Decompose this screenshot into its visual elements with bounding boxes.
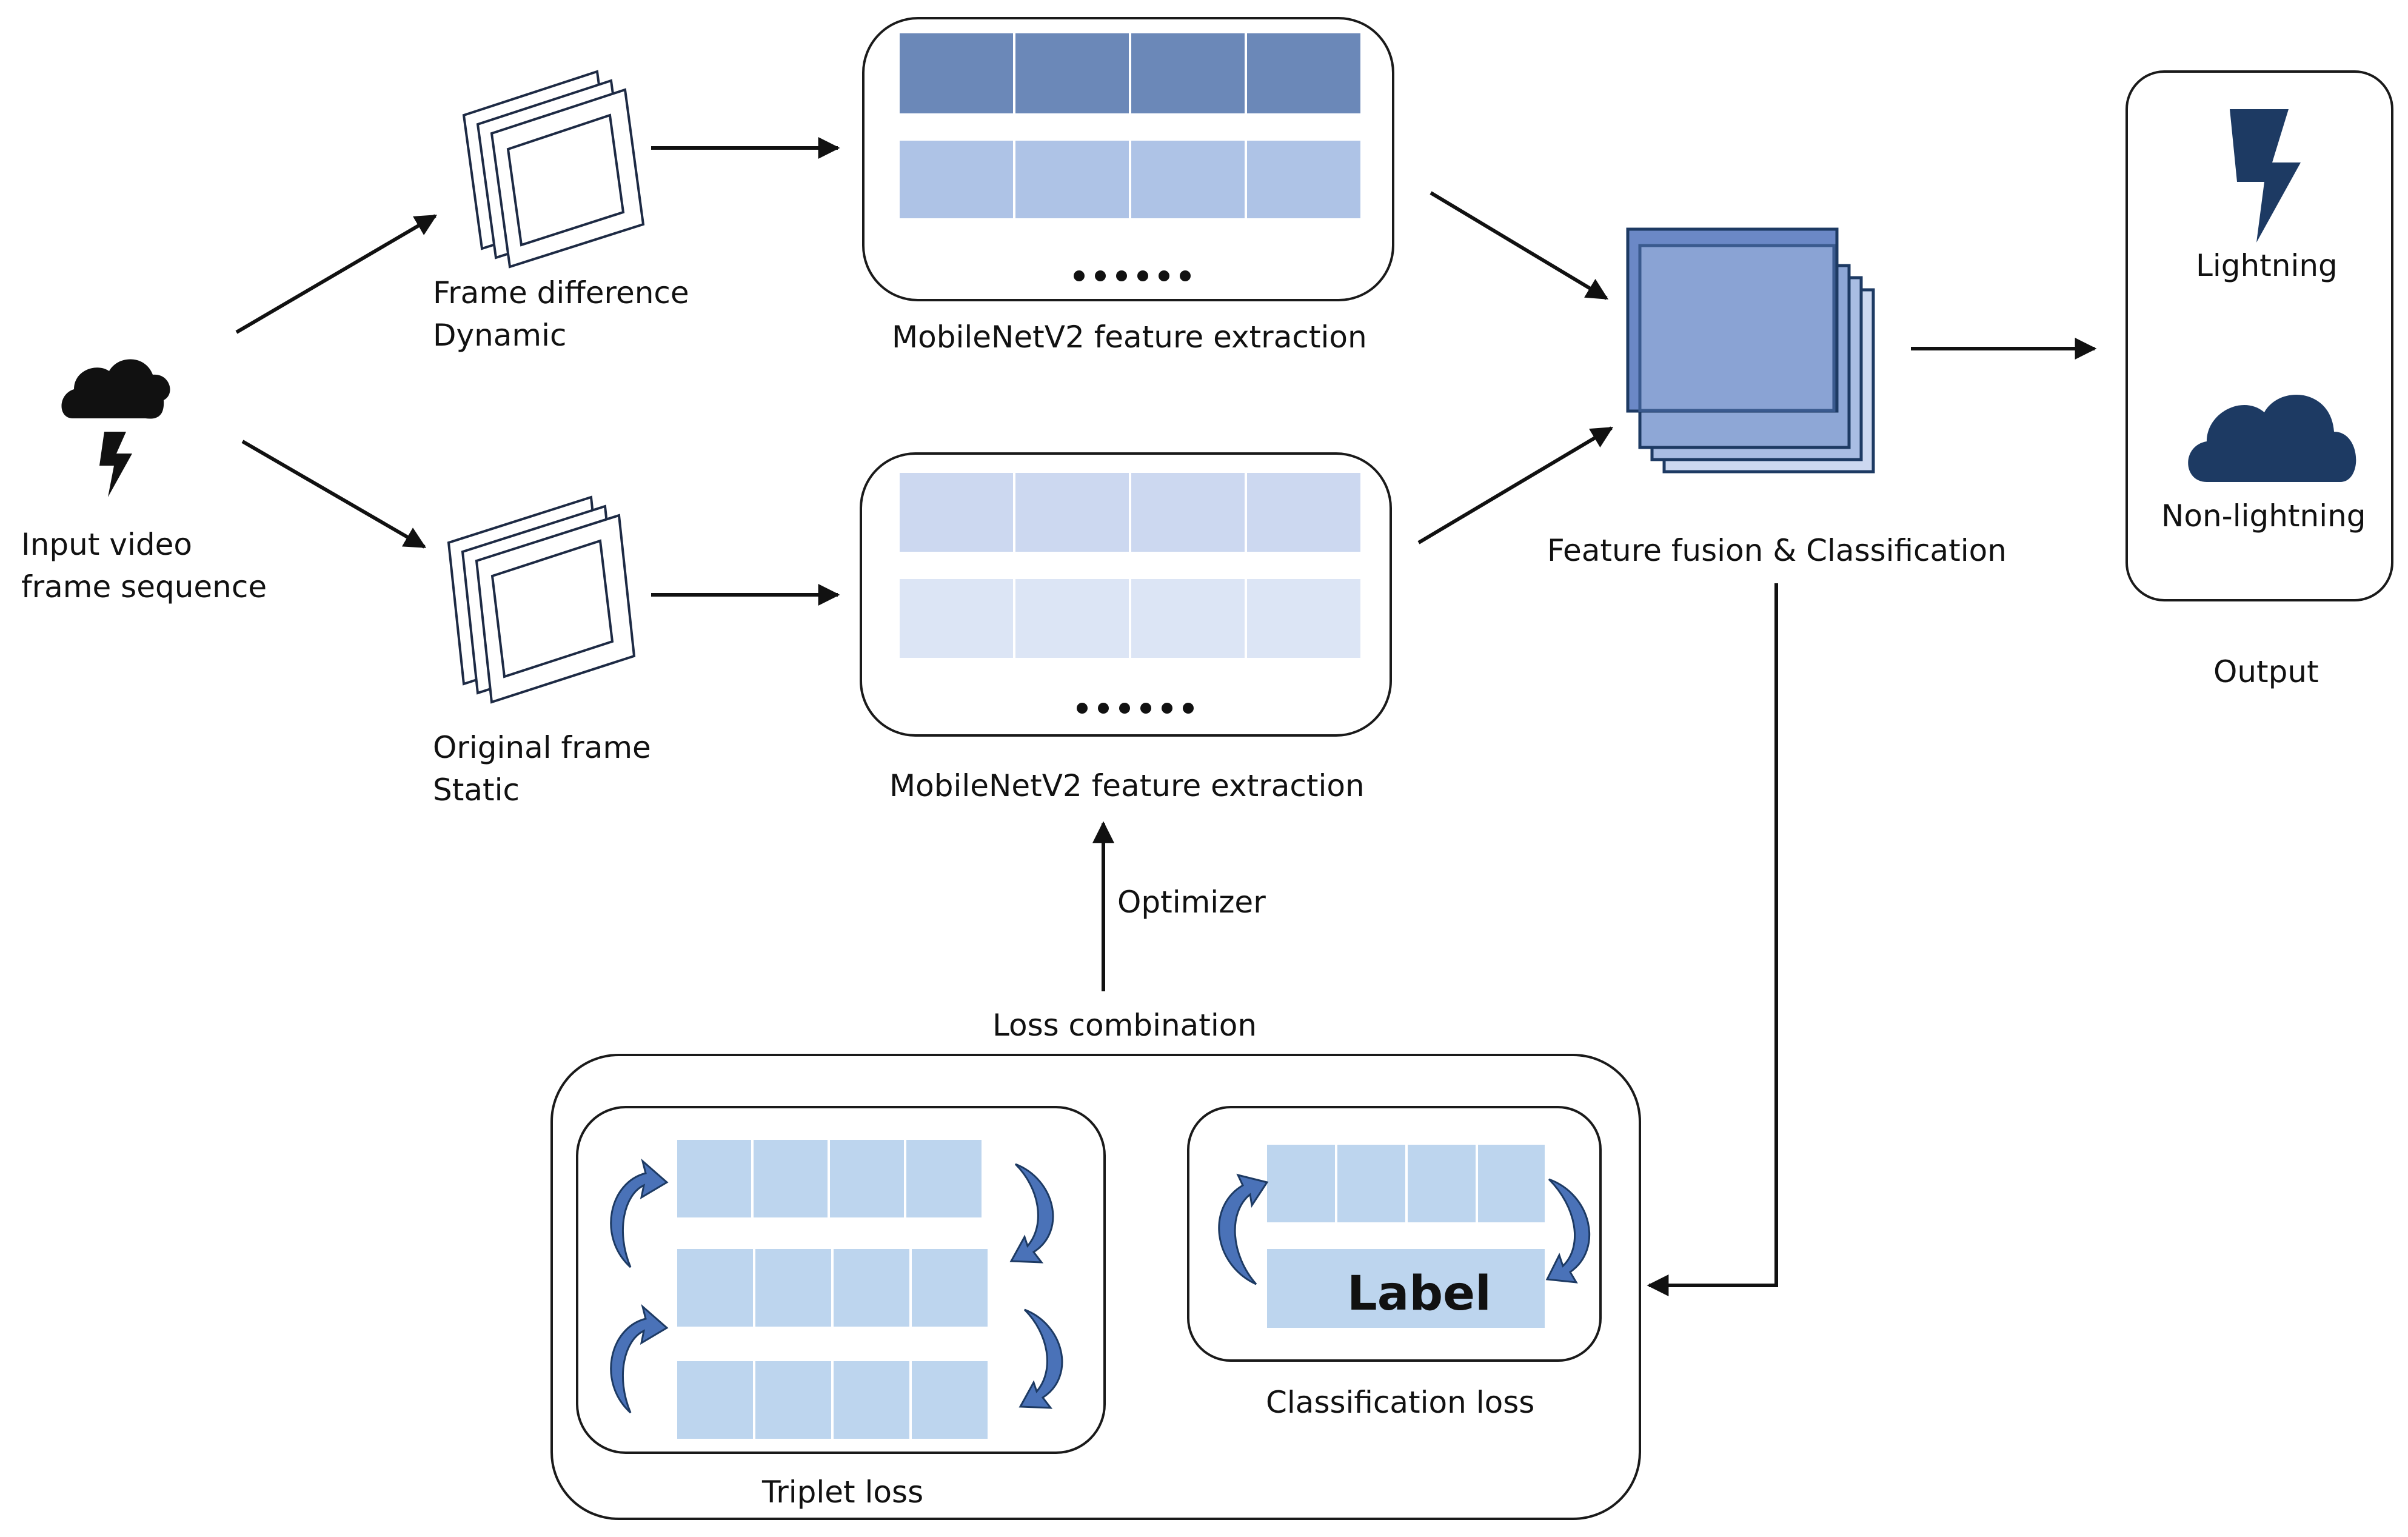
classification-loss-label: Classification loss bbox=[1266, 1385, 1534, 1420]
fusion-label: Feature fusion & Classification bbox=[1547, 533, 2007, 568]
loss-combination-box: Triplet loss Label Classification loss bbox=[550, 1054, 1641, 1520]
triplet-anchor-row bbox=[677, 1140, 982, 1217]
dynamic-extractor-label: MobileNetV2 feature extraction bbox=[892, 320, 1367, 355]
input-label-line2: frame sequence bbox=[21, 569, 267, 604]
arrow-dynamic-to-fusion bbox=[1430, 191, 1609, 300]
static-label-line1: Original frame bbox=[433, 730, 651, 765]
static-label-line2: Static bbox=[433, 772, 520, 808]
loss-combination-title: Loss combination bbox=[992, 1008, 1257, 1043]
cloud-icon bbox=[2188, 395, 2356, 482]
arrow-static-to-fusion bbox=[1417, 426, 1614, 544]
triplet-negative-row bbox=[677, 1361, 988, 1439]
arrow-input-to-static bbox=[241, 440, 427, 549]
frame-difference-stack-icon bbox=[462, 70, 645, 269]
lightning-bolt-icon bbox=[2230, 109, 2301, 243]
classification-prediction-row bbox=[1267, 1145, 1545, 1222]
dynamic-ellipsis bbox=[1074, 270, 1191, 281]
output-title: Output bbox=[2213, 654, 2319, 689]
static-feature-row-1 bbox=[900, 473, 1360, 552]
classification-loss-box: Label bbox=[1187, 1106, 1602, 1362]
dynamic-label-line1: Frame difference bbox=[433, 275, 689, 310]
dynamic-feature-row-1 bbox=[900, 33, 1360, 113]
static-extractor-label: MobileNetV2 feature extraction bbox=[889, 768, 1365, 803]
feature-fusion-stack-icon bbox=[1626, 227, 1875, 474]
triplet-curved-arrow-icons bbox=[610, 1158, 1063, 1414]
output-class-non-lightning: Non-lightning bbox=[2161, 498, 2366, 534]
dynamic-feature-row-2 bbox=[900, 141, 1360, 218]
dynamic-label-line2: Dynamic bbox=[433, 318, 567, 353]
triplet-positive-row bbox=[677, 1249, 988, 1327]
triplet-loss-label: Triplet loss bbox=[761, 1475, 923, 1510]
output-class-lightning: Lightning bbox=[2196, 248, 2338, 283]
static-feature-row-2 bbox=[900, 579, 1360, 658]
static-ellipsis bbox=[1077, 703, 1194, 714]
static-feature-extractor bbox=[860, 452, 1392, 737]
arrow-input-to-dynamic bbox=[235, 214, 438, 334]
input-label-line1: Input video bbox=[21, 527, 192, 562]
triplet-loss-box bbox=[576, 1106, 1106, 1454]
dynamic-feature-extractor bbox=[862, 17, 1394, 301]
label-block bbox=[1267, 1249, 1545, 1328]
original-frame-stack-icon bbox=[447, 495, 636, 704]
optimizer-label: Optimizer bbox=[1117, 885, 1266, 920]
label-block-text: Label bbox=[1347, 1267, 1491, 1321]
classification-curved-arrow-icons bbox=[1218, 1173, 1591, 1285]
arrow-fusion-to-classification-loss bbox=[1647, 583, 1778, 1296]
output-box: Lightning Non-lightning bbox=[2125, 70, 2393, 601]
storm-icon bbox=[61, 359, 170, 497]
